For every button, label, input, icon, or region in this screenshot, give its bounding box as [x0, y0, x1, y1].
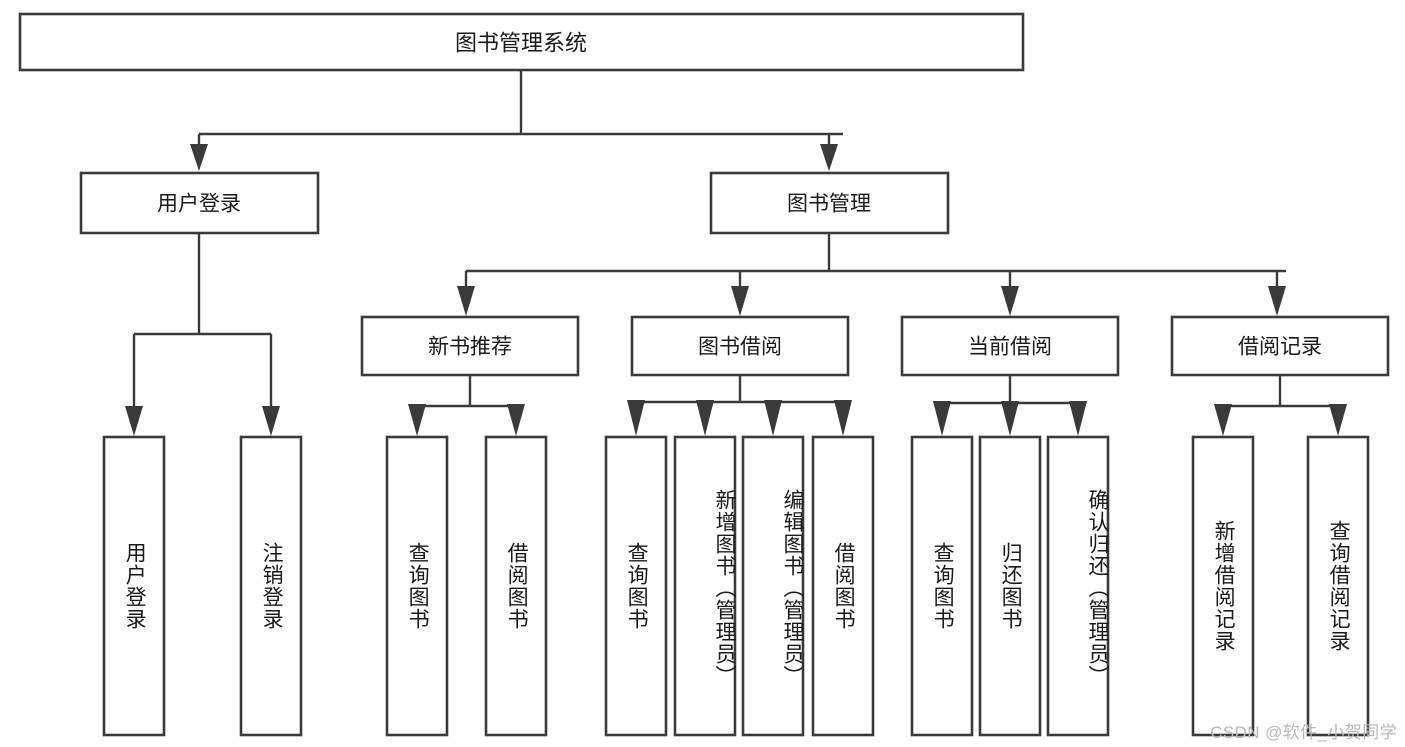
arrow-head-leaf-return-book	[1001, 401, 1019, 436]
csdn-watermark: CSDN @软件_小贺同学	[1210, 723, 1397, 742]
arrow-head-leaf-user-login	[125, 406, 143, 436]
node-root[interactable]: 图书管理系统	[18, 12, 1025, 72]
node-user-login-label: 用户登录	[157, 193, 241, 216]
node-leaf-confirm-return-box[interactable]	[1046, 435, 1110, 737]
node-leaf-query-book-3-box[interactable]	[910, 435, 974, 737]
node-user-login[interactable]: 用户登录	[79, 171, 320, 235]
node-leaf-add-record-box[interactable]	[1191, 435, 1255, 737]
arrow-head-leaf-query-book-1	[408, 404, 426, 436]
node-new-book-recommend-box[interactable]	[360, 315, 580, 377]
node-leaf-query-book-1-box[interactable]	[385, 435, 449, 737]
node-new-book-recommend[interactable]: 新书推荐	[360, 315, 580, 377]
node-new-book-recommend-label: 新书推荐	[428, 336, 512, 359]
arrow-head-leaf-edit-book	[764, 400, 782, 436]
arrow-head-leaf-user-logout	[262, 406, 280, 436]
node-book-borrow-box[interactable]	[630, 315, 850, 377]
node-current-borrow-box[interactable]	[900, 315, 1120, 377]
node-leaf-add-book-box[interactable]	[673, 435, 737, 737]
arrow-head-leaf-add-book	[696, 400, 714, 436]
arrow-head-leaf-add-record	[1214, 404, 1232, 436]
arrow-head-borrow-record	[1268, 286, 1286, 316]
node-book-manage[interactable]: 图书管理	[709, 171, 950, 235]
arrow-head-current-borrow	[1001, 286, 1019, 316]
node-borrow-record-box[interactable]	[1170, 315, 1390, 377]
node-book-borrow[interactable]: 图书借阅	[630, 315, 850, 377]
node-leaf-user-logout-box[interactable]	[239, 435, 303, 737]
connector-group	[125, 70, 1347, 436]
leaf-box-group	[102, 435, 1370, 737]
arrow-head-leaf-query-record	[1329, 404, 1347, 436]
arrow-head-leaf-confirm-return	[1069, 401, 1087, 436]
arrow-head-book-borrow	[731, 286, 749, 316]
node-current-borrow[interactable]: 当前借阅	[900, 315, 1120, 377]
node-root-box[interactable]	[18, 12, 1025, 72]
node-leaf-return-book-box[interactable]	[978, 435, 1042, 737]
node-user-login-box[interactable]	[79, 171, 320, 235]
arrow-head-leaf-query-book-2	[627, 400, 645, 436]
arrow-head-leaf-borrow-book-1	[507, 404, 525, 436]
node-root-label: 图书管理系统	[455, 31, 587, 56]
arrow-head-new-book-recommend	[457, 286, 475, 316]
node-borrow-record[interactable]: 借阅记录	[1170, 315, 1390, 377]
arrow-head-leaf-borrow-book-2	[834, 400, 852, 436]
node-book-manage-box[interactable]	[709, 171, 950, 235]
arrow-head-leaf-query-book-3	[933, 401, 951, 436]
node-leaf-borrow-book-2-box[interactable]	[811, 435, 875, 737]
node-leaf-query-book-2-box[interactable]	[604, 435, 668, 737]
arrow-head-book-manage	[820, 144, 838, 171]
node-leaf-user-login-box[interactable]	[102, 435, 166, 737]
arrow-head-user-login	[190, 144, 208, 171]
node-book-borrow-label: 图书借阅	[698, 336, 782, 359]
node-borrow-record-label: 借阅记录	[1238, 336, 1322, 359]
node-book-manage-label: 图书管理	[787, 193, 871, 216]
node-leaf-edit-book-box[interactable]	[741, 435, 805, 737]
node-current-borrow-label: 当前借阅	[968, 336, 1052, 359]
node-leaf-borrow-book-1-box[interactable]	[484, 435, 548, 737]
node-leaf-query-record-box[interactable]	[1306, 435, 1370, 737]
